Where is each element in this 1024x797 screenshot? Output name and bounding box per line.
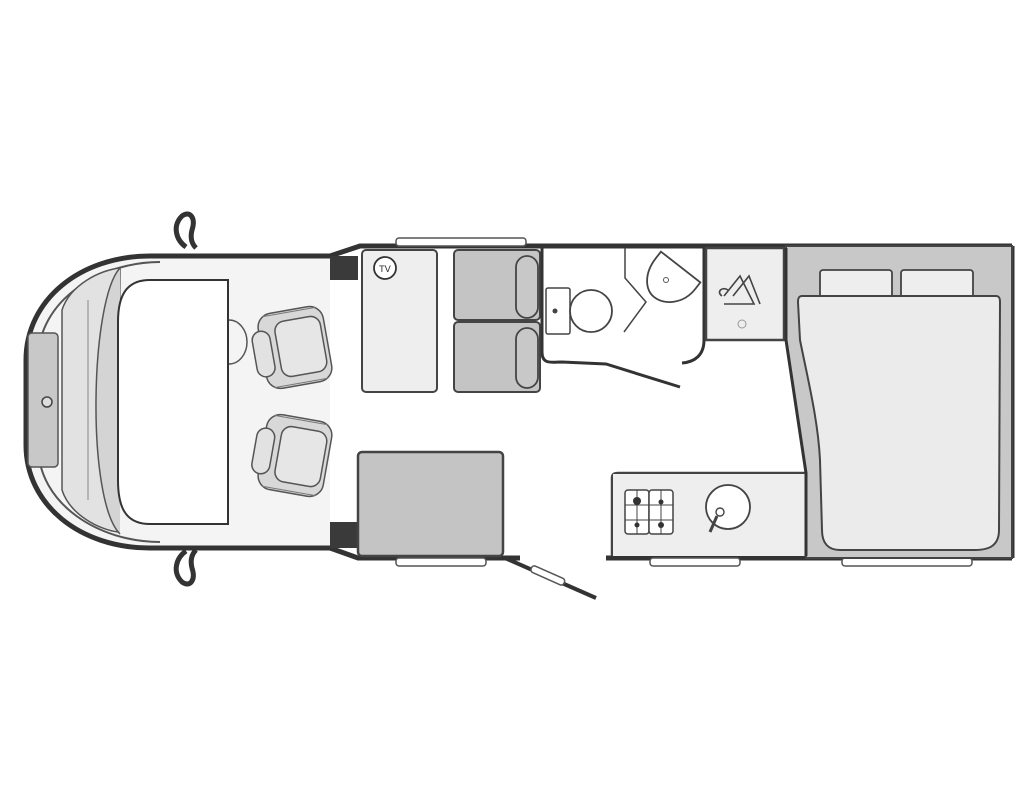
window-top <box>395 237 527 247</box>
dinette-seats <box>453 249 541 393</box>
table <box>356 450 505 558</box>
wardrobe <box>704 246 786 342</box>
pillow-right <box>900 269 974 299</box>
pillow-left <box>819 269 893 299</box>
dashboard <box>117 279 229 525</box>
sink-icon <box>705 484 751 533</box>
tv-cabinet: TV <box>361 249 438 393</box>
window-bottom-lounge <box>395 557 487 567</box>
basin-icon <box>646 250 702 303</box>
snowflake-icon <box>737 319 747 329</box>
hob-icon <box>624 489 674 535</box>
hanger-icon <box>718 274 761 305</box>
kitchen <box>610 471 806 556</box>
badge-icon <box>41 396 53 408</box>
window-kitchen <box>649 557 741 567</box>
mattress <box>796 295 1002 551</box>
mirror-bottom-icon <box>173 548 198 587</box>
cab <box>23 211 330 587</box>
swivel-seats <box>251 305 333 498</box>
entrance-door <box>504 556 597 600</box>
svg-text:TV: TV <box>378 265 391 275</box>
washroom <box>540 248 706 389</box>
toilet-icon <box>569 289 613 333</box>
bed <box>784 245 1013 559</box>
tv-icon <box>373 256 397 280</box>
window-bed <box>841 557 973 567</box>
mirror-top-icon <box>173 211 198 250</box>
